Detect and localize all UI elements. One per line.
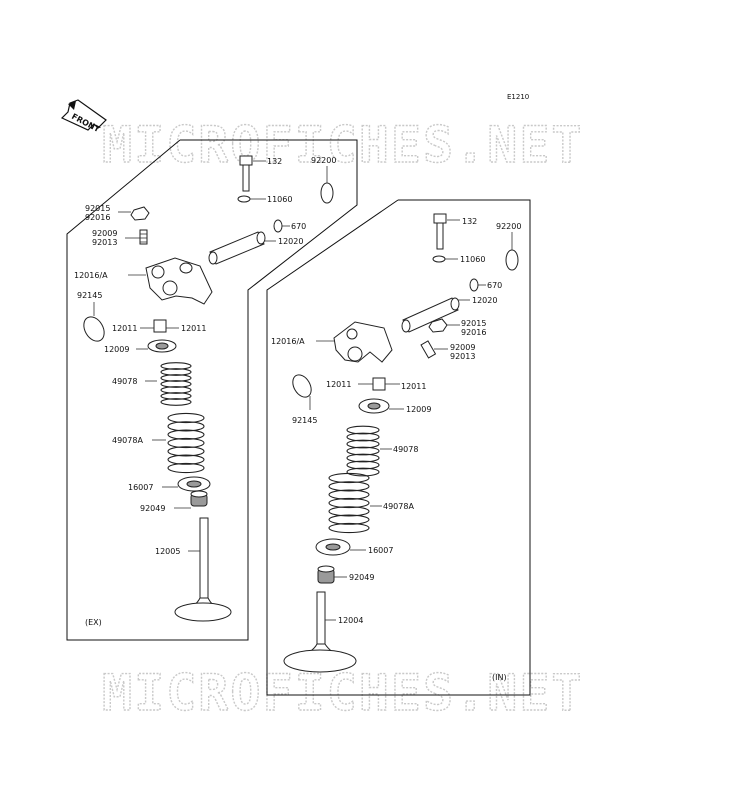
ex-rocker-shaft [208,231,276,265]
ex-retainer-12009 [136,339,177,353]
in-retainer-12009 [358,398,404,414]
ex-label: 92049 [140,504,165,513]
in-label: 12020 [472,296,497,305]
in-label: 92049 [349,573,374,582]
in-washer-92145 [292,374,312,398]
ex-washer-11060 [237,195,251,203]
ex-label: 92145 [77,291,102,300]
exhaust-parts [83,155,334,622]
ex-label: 92013 [92,238,117,247]
ex-rocker-arm [128,257,213,305]
in-label: 92009 [450,343,475,352]
ex-valve-12005 [174,517,232,622]
ex-label: 12011 [181,324,206,333]
ex-spring-49078 [160,362,192,406]
ex-spring-seat-16007 [162,476,211,492]
in-washer-11060 [432,255,446,263]
in-rocker-shaft [401,297,470,333]
exhaust-group-label: (EX) [85,618,102,627]
in-rocker-arm [316,321,393,363]
ex-screw-92009 [125,229,148,245]
in-label: 12004 [338,616,363,625]
in-label: 12011 [401,382,426,391]
in-label: 12016/A [271,337,305,346]
intake-frame [266,199,531,696]
ex-label: 670 [291,222,306,231]
ex-label: 92009 [92,229,117,238]
intake-parts [283,213,519,673]
in-oring-670 [469,278,479,292]
ex-nut-92015 [130,206,150,221]
in-label: 92200 [496,222,521,231]
ex-oring-670 [273,219,283,233]
intake-labels: 132 92200 11060 670 12020 92015 92016 12… [271,217,521,625]
ex-label: 12005 [155,547,180,556]
in-washer-92200 [505,249,519,271]
exhaust-labels: 132 92200 11060 670 12020 92015 92016 92… [74,156,336,556]
in-nut-92015 [428,318,448,333]
ex-label: 16007 [128,483,153,492]
in-label: 49078 [393,445,418,454]
in-label: 49078A [383,502,414,511]
in-screw-92009 [420,340,448,359]
ex-label: 92200 [311,156,336,165]
watermark-bottom: MICROFICHES.NET [102,664,584,722]
ex-label: 12020 [278,237,303,246]
in-label: 12011 [326,380,351,389]
in-spring-49078 [346,425,380,477]
in-valve-12004 [283,591,357,673]
ex-bolt [239,155,266,192]
in-label: 670 [487,281,502,290]
in-label: 11060 [460,255,485,264]
in-label: 92015 [461,319,486,328]
ex-label: 12009 [104,345,129,354]
ex-label: 49078 [112,377,137,386]
in-label: 12009 [406,405,431,414]
ex-label: 49078A [112,436,143,445]
intake-group-label: (IN) [492,673,507,682]
diagram-code: E1210 [507,93,529,101]
ex-collets-12011 [140,319,179,333]
front-arrow-icon: FRONT [60,99,107,134]
ex-label: 11060 [267,195,292,204]
ex-washer-92200 [320,182,334,204]
in-label: 132 [462,217,477,226]
in-valve-seal-92049 [317,565,347,584]
exhaust-frame [66,139,358,641]
in-spring-49078A [328,472,370,534]
ex-label: 132 [267,157,282,166]
in-label: 92013 [450,352,475,361]
in-bolt [433,213,460,250]
ex-spring-49078A [167,412,205,474]
ex-label: 12011 [112,324,137,333]
in-label: 16007 [368,546,393,555]
ex-washer-92145 [83,316,105,342]
ex-label: 92016 [85,213,110,222]
in-spring-seat-16007 [315,538,366,556]
in-collets-12011 [358,377,400,391]
in-label: 92016 [461,328,486,337]
watermark-top: MICROFICHES.NET [102,116,584,174]
in-label: 92145 [292,416,317,425]
ex-label: 12016/A [74,271,108,280]
ex-valve-seal-92049 [174,490,208,509]
ex-label: 92015 [85,204,110,213]
